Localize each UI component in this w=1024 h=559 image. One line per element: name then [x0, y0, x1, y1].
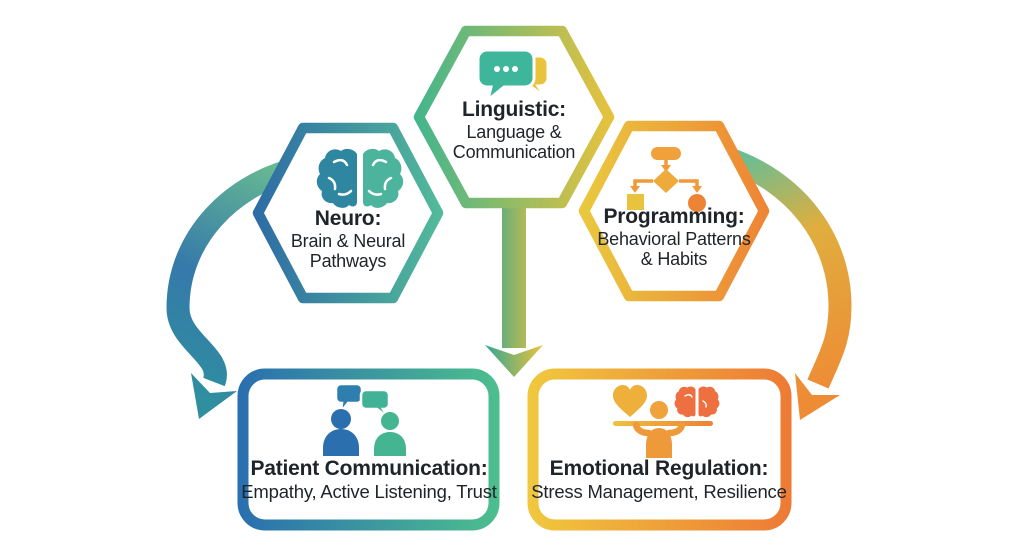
neuro-title: Neuro:	[314, 207, 382, 230]
flowchart-square	[627, 194, 644, 210]
heart-brain-balance-icon	[613, 385, 720, 458]
flowchart-icon	[627, 147, 706, 212]
center-arrowhead	[485, 345, 543, 377]
patient-communication-label: Patient Communication: Empathy, Active L…	[219, 457, 519, 502]
left-arrowhead	[191, 373, 237, 419]
patient-communication-subtitle: Empathy, Active Listening, Trust	[241, 480, 497, 502]
right-arrowhead	[795, 373, 840, 420]
linguistic-subtitle-line2: Communication	[452, 142, 576, 163]
center-arrow-stem	[502, 198, 526, 348]
linguistic-label: Linguistic: Language & Communication	[404, 98, 624, 163]
right-arrow-body	[722, 147, 852, 389]
programming-label: Programming: Behavioral Patterns & Habit…	[554, 205, 794, 270]
patient-communication-box	[237, 368, 500, 531]
linguistic-title: Linguistic:	[462, 98, 566, 121]
linguistic-hexagon	[413, 25, 615, 209]
front-speech-bubble	[476, 48, 536, 104]
center-down-arrow	[485, 198, 543, 377]
neuro-label: Neuro: Brain & Neural Pathways	[238, 207, 458, 272]
programming-hexagon	[578, 120, 770, 302]
left-chat-bubble	[334, 382, 364, 417]
programming-subtitle-line1: Behavioral Patterns	[597, 228, 751, 249]
brain-icon	[316, 148, 404, 208]
right-curved-arrow	[722, 147, 852, 420]
left-curved-arrow	[166, 156, 303, 419]
balance-person-head	[650, 401, 668, 419]
linguistic-subtitle-line1: Language &	[466, 121, 562, 142]
emotional-regulation-subtitle: Stress Management, Resilience	[531, 480, 787, 502]
balance-person-body	[646, 428, 672, 458]
programming-title: Programming:	[603, 205, 745, 228]
flowchart-circle	[688, 194, 706, 212]
emotional-regulation-title: Emotional Regulation:	[549, 457, 769, 480]
right-person	[374, 432, 406, 456]
speech-bubbles-icon	[476, 48, 550, 104]
people-conversation-icon	[323, 382, 406, 456]
patient-communication-title: Patient Communication:	[250, 457, 488, 480]
emotional-regulation-label: Emotional Regulation: Stress Management,…	[509, 457, 809, 502]
heart-shape	[613, 385, 647, 417]
neuro-subtitle-line1: Brain & Neural	[290, 230, 406, 251]
left-arrow-body	[166, 156, 303, 387]
left-person	[323, 429, 359, 456]
flowchart-decision-diamond	[653, 169, 679, 193]
balance-person-arms	[632, 421, 686, 437]
balance-bar	[613, 421, 713, 426]
programming-subtitle-line2: & Habits	[640, 249, 708, 270]
mini-brain	[674, 386, 720, 418]
neuro-subtitle-line2: Pathways	[309, 251, 387, 272]
brain-folds	[327, 158, 393, 196]
